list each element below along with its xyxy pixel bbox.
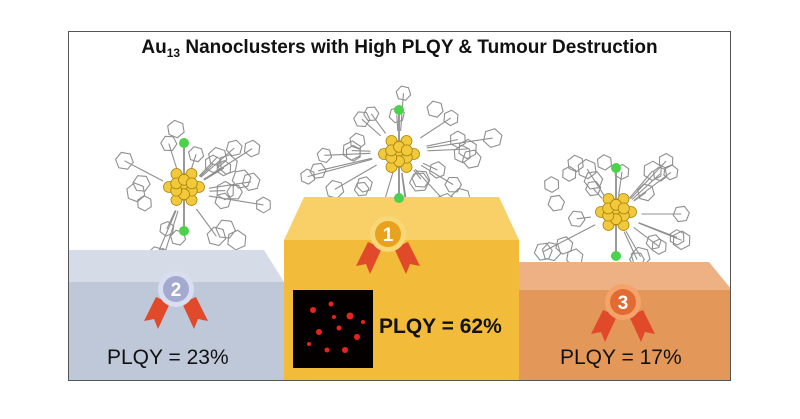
podium-step-3	[519, 262, 730, 380]
au13-core-icon	[163, 138, 205, 236]
medal-rank-number: 2	[171, 280, 182, 301]
au13-core-icon	[595, 163, 637, 261]
medal-gold: 1	[356, 216, 420, 274]
podium-scene: 1 2 3	[69, 85, 730, 380]
plqy-label-1: PLQY = 62%	[379, 315, 502, 338]
cell-fluorescence-image	[293, 290, 373, 368]
plqy-label-2: PLQY = 23%	[107, 346, 229, 369]
medal-rank-number: 3	[618, 293, 629, 314]
figure-frame: 1 2 3 Au13 Nanoclusters with High PLQY &…	[68, 31, 731, 381]
figure-title: Au13 Nanoclusters with High PLQY & Tumou…	[141, 37, 658, 60]
medal-bronze: 3	[591, 284, 655, 342]
au13-core-icon	[378, 105, 420, 203]
podium-3-top	[519, 262, 730, 290]
podium-2-top	[69, 250, 284, 282]
medal-silver: 2	[144, 271, 208, 329]
medal-rank-number: 1	[383, 225, 394, 246]
plqy-label-3: PLQY = 17%	[560, 346, 682, 369]
podium-1-top	[284, 197, 519, 240]
